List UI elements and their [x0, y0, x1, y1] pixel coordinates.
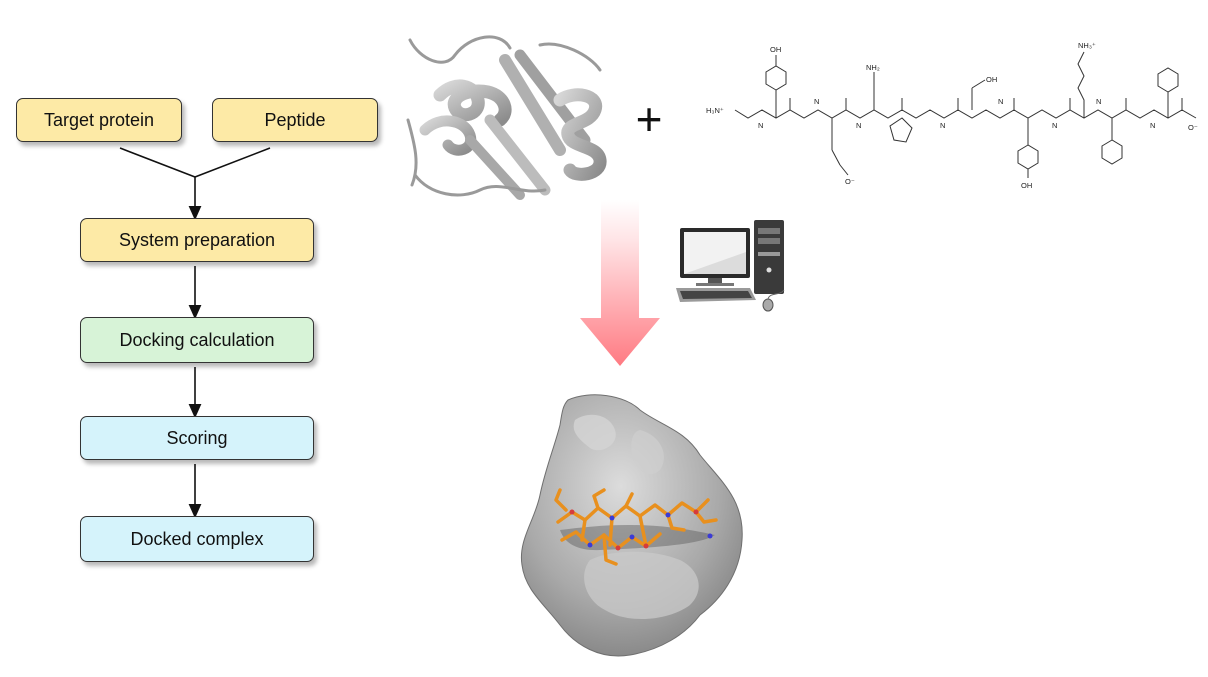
svg-text:NH₂: NH₂ — [866, 63, 880, 72]
merge-line-left — [119, 147, 196, 178]
svg-text:N: N — [1052, 121, 1057, 130]
svg-text:O⁻: O⁻ — [1188, 123, 1198, 132]
target-protein-box: Target protein — [16, 98, 182, 142]
docked-complex-label: Docked complex — [130, 528, 264, 549]
peptide-box: Peptide — [212, 98, 378, 142]
downward-gradient-arrow — [580, 200, 660, 366]
svg-text:N: N — [998, 97, 1003, 106]
docking-calculation-label: Docking calculation — [119, 329, 275, 350]
computer-icon — [676, 220, 785, 312]
plus-sign: + — [636, 93, 663, 145]
svg-text:H₃N⁺: H₃N⁺ — [706, 106, 724, 115]
merge-line-right — [194, 147, 271, 178]
peptide-structure-image — [734, 51, 1197, 178]
svg-text:N: N — [856, 121, 861, 130]
svg-text:N: N — [1096, 97, 1101, 106]
svg-text:OH: OH — [986, 75, 997, 84]
svg-text:N: N — [940, 121, 945, 130]
docking-calculation-box: Docking calculation — [80, 317, 314, 363]
scoring-box: Scoring — [80, 416, 314, 460]
svg-text:N: N — [1150, 121, 1155, 130]
svg-text:OH: OH — [1021, 181, 1032, 190]
system-preparation-box: System preparation — [80, 218, 314, 262]
scoring-label: Scoring — [166, 427, 228, 448]
svg-text:O⁻: O⁻ — [845, 177, 855, 186]
protein-ribbon-image — [406, 35, 607, 200]
system-preparation-label: System preparation — [118, 229, 276, 250]
svg-text:N: N — [814, 97, 819, 106]
svg-text:OH: OH — [770, 45, 781, 54]
docked-complex-box: Docked complex — [80, 516, 314, 562]
svg-text:N: N — [758, 121, 763, 130]
bound-peptide-sticks — [554, 488, 718, 566]
peptide-atom-labels: H₃N⁺ OH NH₂ OH NH₃⁺ O⁻ OH O⁻ N N N N N N… — [706, 41, 1198, 190]
svg-text:NH₃⁺: NH₃⁺ — [1078, 41, 1096, 50]
peptide-label: Peptide — [264, 109, 326, 130]
target-protein-label: Target protein — [43, 109, 155, 130]
docked-complex-image — [520, 394, 743, 657]
